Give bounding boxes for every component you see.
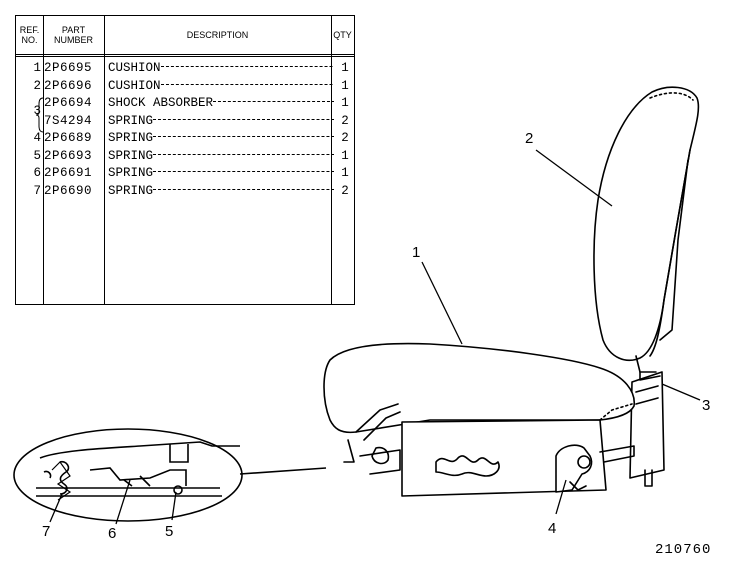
table-row: 1 2P6695 CUSHION 1: [16, 60, 354, 78]
table-row: 4 2P6689 SPRING 2: [16, 130, 354, 148]
part-number: 2P6689: [44, 131, 93, 145]
callout-4: 4: [548, 520, 557, 537]
callout-7: 7: [42, 523, 51, 540]
backrest-cushion: [593, 86, 700, 373]
seat-base: [343, 403, 635, 497]
adjust-lever: [555, 444, 593, 493]
detail-inset: [13, 428, 243, 522]
header-divider: [16, 54, 354, 55]
group-bracket: [35, 97, 44, 133]
ref-number: 4: [33, 131, 41, 145]
ref-number: 5: [33, 148, 41, 163]
part-number: 2P6693: [44, 148, 93, 163]
callout-1: 1: [412, 244, 421, 261]
table-row: 2 2P6696 CUSHION 1: [16, 78, 354, 96]
table-row: 5 2P6693 SPRING 1: [16, 148, 354, 166]
callout-3: 3: [702, 397, 711, 414]
callout-6: 6: [108, 525, 117, 542]
ref-number: 6: [33, 166, 41, 180]
inset-connector: [239, 467, 327, 475]
header-description: DESCRIPTION: [186, 30, 249, 40]
quantity: 2: [341, 113, 349, 128]
ref-number: 7: [33, 183, 41, 198]
ref-number: 2: [33, 78, 41, 93]
description: SPRING: [108, 183, 334, 201]
part-number: 2P6690: [44, 183, 93, 198]
part-number: 7S4294: [44, 113, 93, 128]
description: SHOCK ABSORBER: [108, 95, 334, 113]
description: SPRING: [108, 165, 334, 183]
description: SPRING: [108, 148, 334, 166]
description: SPRING: [108, 113, 334, 131]
column-divider: [43, 16, 44, 304]
table-row: 3 2P6694 SHOCK ABSORBER 1: [16, 95, 354, 118]
quantity: 2: [341, 183, 349, 198]
quantity: 1: [341, 78, 349, 93]
quantity: 1: [341, 96, 349, 110]
header-ref: REF.NO.: [19, 25, 40, 45]
quantity: 1: [341, 148, 349, 163]
ref-number: 1: [33, 61, 41, 75]
column-divider: [104, 16, 105, 304]
part-number: 2P6695: [44, 61, 93, 75]
description: CUSHION: [108, 60, 334, 78]
leader-lines: [49, 149, 701, 525]
quantity: 2: [341, 131, 349, 145]
part-number: 2P6696: [44, 78, 93, 93]
table-row: 7 2P6690 SPRING 2: [16, 183, 354, 201]
header-divider: [16, 56, 354, 57]
figure-number: 210760: [655, 542, 712, 558]
callout-5: 5: [165, 523, 174, 540]
column-divider: [331, 16, 332, 304]
part-number: 2P6694: [44, 96, 93, 110]
description: SPRING: [108, 130, 334, 148]
shock-absorber: [629, 371, 665, 487]
header-qty: QTY: [333, 30, 352, 40]
table-row: 6 2P6691 SPRING 1: [16, 165, 354, 183]
part-number: 2P6691: [44, 166, 93, 180]
ref-number: 3: [33, 104, 41, 118]
description: CUSHION: [108, 78, 334, 96]
quantity: 1: [341, 166, 349, 180]
table-row: 7S4294 SPRING 2: [16, 113, 354, 131]
quantity: 1: [341, 61, 349, 75]
callout-2: 2: [525, 130, 534, 147]
